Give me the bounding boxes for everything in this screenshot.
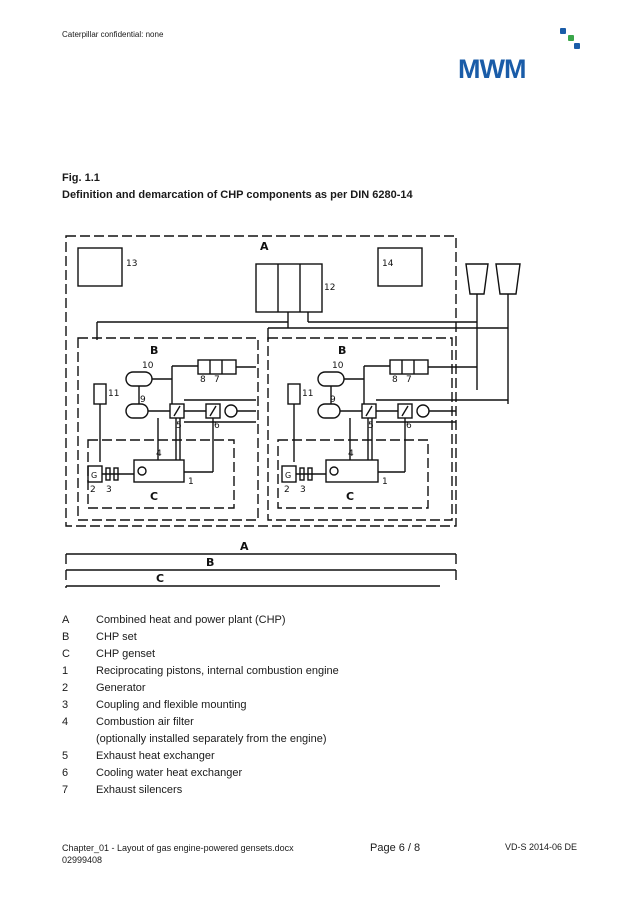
component-12-cabinet	[255, 263, 323, 313]
label-9-right: 9	[330, 395, 336, 405]
label-8-left: 8	[200, 375, 206, 385]
legend-row: A Combined heat and power plant (CHP)	[62, 612, 422, 629]
legend-text: Combustion air filter	[96, 716, 194, 728]
bracket-label-a: A	[240, 540, 249, 553]
legend-text: Coupling and flexible mounting	[96, 699, 247, 711]
label-5-right: 5	[368, 421, 374, 431]
label-5-left: 5	[176, 421, 182, 431]
footer-page-number: Page 6 / 8	[370, 842, 421, 854]
legend-text: Reciprocating pistons, internal combusti…	[96, 665, 339, 677]
label-12: 12	[324, 283, 335, 293]
legend-text: CHP genset	[96, 648, 156, 660]
label-b-right: B	[338, 344, 346, 357]
footer-doc-number: 02999408	[62, 855, 103, 865]
legend-text: (optionally installed separately from th…	[96, 733, 327, 745]
legend-row: 6 Cooling water heat exchanger	[62, 765, 422, 782]
legend-key: A	[62, 614, 70, 626]
legend-row: 5 Exhaust heat exchanger	[62, 748, 422, 765]
label-3-left: 3	[106, 485, 112, 495]
label-14: 14	[382, 259, 394, 269]
cooler-left	[465, 263, 489, 295]
legend-key: 4	[62, 716, 69, 728]
label-c-right: C	[346, 490, 354, 503]
legend-text: Exhaust heat exchanger	[96, 750, 215, 762]
label-1-left: 1	[188, 477, 194, 487]
footer-version: VD-S 2014-06 DE	[505, 842, 578, 852]
chp-diagram: A 13 12 14 B B C C 11 11 10 10 8 7 8 7 9…	[65, 235, 521, 588]
label-6-left: 6	[214, 421, 220, 431]
figure-title: Definition and demarcation of CHP compon…	[62, 189, 413, 201]
label-3-right: 3	[300, 485, 306, 495]
legend-text: CHP set	[96, 631, 137, 643]
legend-list: A Combined heat and power plant (CHP) B CH…	[62, 612, 422, 799]
label-11-right: 11	[302, 389, 313, 399]
bracket-label-b: B	[206, 556, 214, 569]
boundary-b-right	[267, 337, 453, 521]
footer-filename-block: Chapter_01 - Layout of gas engine-powere…	[62, 842, 294, 866]
label-8-right: 8	[392, 375, 398, 385]
legend-row: 7 Exhaust silencers	[62, 782, 422, 799]
bracket-label-c: C	[156, 572, 164, 585]
label-b-left: B	[150, 344, 158, 357]
boundary-c-right	[277, 439, 429, 509]
label-10-left: 10	[142, 361, 154, 371]
legend-row: C CHP genset	[62, 646, 422, 663]
legend-text: Combined heat and power plant (CHP)	[96, 614, 286, 626]
legend-row: 2 Generator	[62, 680, 422, 697]
label-a: A	[260, 240, 269, 253]
legend-key: 5	[62, 750, 69, 762]
component-14	[377, 247, 423, 287]
logo-square-icon	[574, 43, 580, 49]
confidentiality-note: Caterpillar confidential: none	[62, 30, 164, 39]
legend-text: Exhaust silencers	[96, 784, 183, 796]
label-g-left: G	[91, 471, 97, 480]
unit-right	[281, 359, 508, 483]
logo-square-icon	[560, 28, 566, 34]
label-4-left: 4	[156, 449, 162, 459]
legend-key: 6	[62, 767, 69, 779]
legend-row: (optionally installed separately from th…	[62, 731, 422, 748]
legend-row: 1 Reciprocating pistons, internal combust…	[62, 663, 422, 680]
mwm-logo: MWM	[456, 26, 586, 84]
legend-text: Cooling water heat exchanger	[96, 767, 243, 779]
legend-text: Generator	[96, 682, 146, 694]
legend-row: B CHP set	[62, 629, 422, 646]
legend-row: 3 Coupling and flexible mounting	[62, 697, 422, 714]
component-13	[77, 247, 123, 287]
legend-key: 3	[62, 699, 69, 711]
label-1-right: 1	[382, 477, 388, 487]
legend-key: C	[62, 648, 70, 660]
legend-key: 1	[62, 665, 69, 677]
unit-left	[87, 359, 256, 483]
label-4-right: 4	[348, 449, 354, 459]
label-g-right: G	[285, 471, 291, 480]
cooler-right	[495, 263, 521, 295]
logo-text: MWM	[458, 54, 526, 84]
legend-row: 4 Combustion air filter	[62, 714, 422, 731]
logo-square-icon	[568, 35, 574, 41]
boundary-b-left	[77, 337, 259, 521]
footer-filename: Chapter_01 - Layout of gas engine-powere…	[62, 843, 294, 853]
label-2-right: 2	[284, 485, 290, 495]
label-c-left: C	[150, 490, 158, 503]
label-6-right: 6	[406, 421, 412, 431]
boundary-a	[65, 235, 457, 527]
legend-key: 2	[62, 682, 69, 694]
label-13: 13	[126, 259, 137, 269]
label-7-left: 7	[214, 375, 220, 385]
label-10-right: 10	[332, 361, 344, 371]
label-11-left: 11	[108, 389, 119, 399]
label-9-left: 9	[140, 395, 146, 405]
legend-key	[62, 731, 96, 748]
legend-key: 7	[62, 784, 69, 796]
legend-key: B	[62, 631, 70, 643]
figure-label: Fig. 1.1	[62, 172, 100, 184]
label-2-left: 2	[90, 485, 96, 495]
label-7-right: 7	[406, 375, 412, 385]
